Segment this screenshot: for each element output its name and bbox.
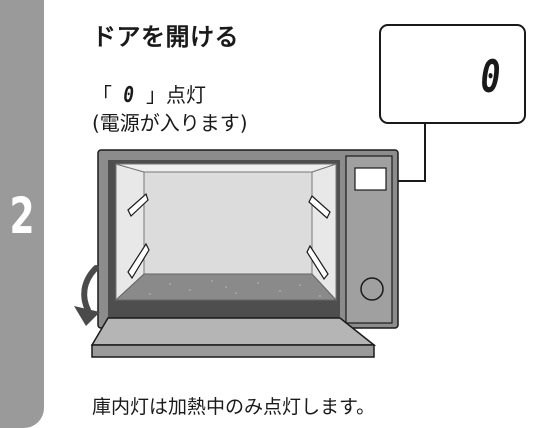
- step-sidebar: 2: [0, 0, 44, 428]
- knob-icon: [360, 277, 384, 301]
- display-digit: 0: [480, 52, 500, 103]
- open-bracket: 「: [92, 83, 112, 107]
- status-line: 「 0 」点灯: [92, 81, 206, 110]
- lit-label: 」点灯: [145, 83, 206, 107]
- oven-back-wall: [144, 172, 312, 274]
- right-rack-rails: [306, 195, 331, 281]
- step-title: ドアを開ける: [92, 23, 239, 51]
- interior-light-note: 庫内灯は加熱中のみ点灯します。: [92, 396, 376, 418]
- display-symbol: 0: [123, 83, 135, 108]
- oven-door-edge: [91, 344, 375, 358]
- power-note: (電源が入ります): [92, 111, 248, 135]
- oven-door: [90, 317, 377, 346]
- step-number: 2: [9, 187, 35, 245]
- display-panel-callout: 0: [379, 24, 526, 124]
- oven-display-window: [354, 167, 387, 191]
- curved-arrow-down-left-icon: [74, 265, 100, 326]
- oven-ceiling: [115, 163, 337, 173]
- callout-leader-line: [386, 124, 426, 182]
- left-rack-rails: [127, 192, 150, 280]
- floor-texture: [149, 280, 321, 297]
